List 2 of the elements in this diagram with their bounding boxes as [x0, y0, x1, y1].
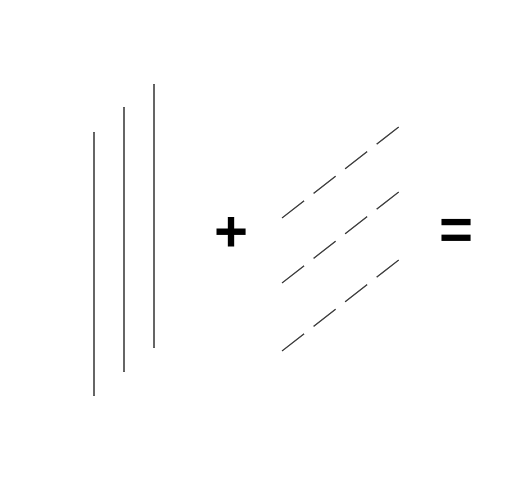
math-symbol: + — [216, 216, 246, 246]
math-symbol: = — [441, 218, 471, 241]
